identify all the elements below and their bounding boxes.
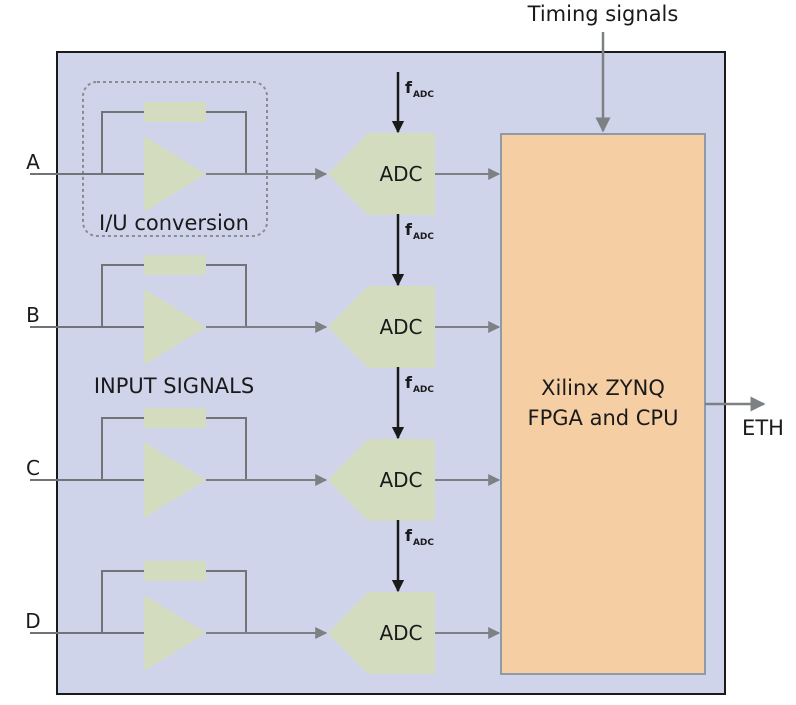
amplifier-c [144,442,206,518]
feedback-resistor-b [144,255,206,275]
clock-label-d: fADC [405,526,434,548]
adc-label-d: ADC [379,621,422,645]
fpga-block [500,133,706,675]
channel-label-a: A [26,150,40,174]
channel-label-d: D [25,609,40,633]
input-signals-label: INPUT SIGNALS [94,374,254,398]
adc-block-d [328,592,435,674]
adc-label-b: ADC [379,315,422,339]
clock-label-b: fADC [405,220,434,242]
channel-label-c: C [26,456,40,480]
timing-signals-label: Timing signals [527,2,679,26]
iu-conversion-group [82,81,268,237]
adc-label-c: ADC [379,468,422,492]
fpga-title-line2: FPGA and CPU [528,406,679,430]
channel-label-b: B [26,303,40,327]
iu-conversion-label: I/U conversion [99,211,249,235]
adc-block-a [328,133,435,215]
amplifier-d [144,595,206,671]
adc-block-b [328,286,435,368]
adc-block-c [328,439,435,521]
feedback-resistor-a [144,102,206,122]
feedback-resistor-c [144,408,206,428]
eth-label: ETH [742,416,784,440]
clock-label-c: fADC [405,373,434,395]
amplifier-a [144,136,206,212]
fpga-title-line1: Xilinx ZYNQ [541,376,665,400]
clock-label-a: fADC [405,78,434,100]
amplifier-b [144,289,206,365]
adc-label-a: ADC [379,162,422,186]
channel-rows: fADC A ADC fADC B ADC fADC C ADC fADC D ADC [25,72,501,674]
feedback-resistor-d [144,561,206,581]
